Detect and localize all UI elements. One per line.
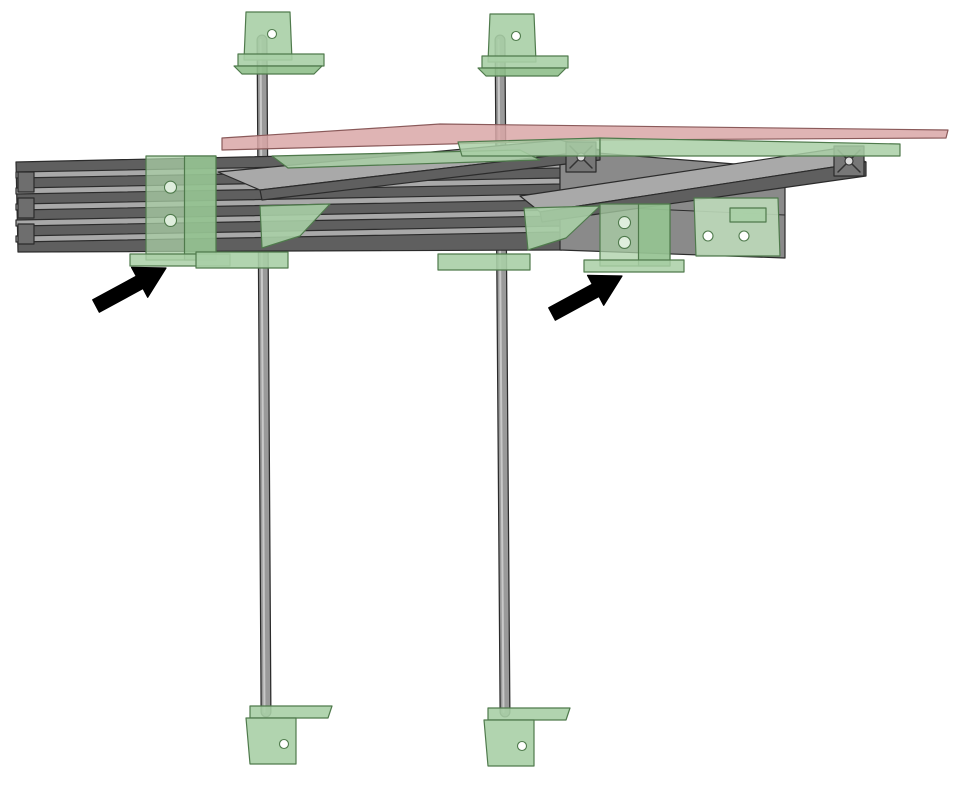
left-top-rod-mount (233, 11, 325, 75)
extrusion-end-profile (17, 197, 35, 219)
mount-upright (483, 719, 535, 767)
mount-base (237, 53, 325, 67)
endstop-body (693, 197, 781, 257)
left-bearing-arrow (92, 266, 167, 313)
block-bolt (617, 216, 632, 230)
block-bolt (163, 180, 178, 194)
mount-base (249, 705, 333, 719)
endstop-switch (729, 207, 767, 223)
rod-clamp (195, 251, 289, 269)
arrow-icon (548, 274, 623, 321)
mount-base (481, 55, 569, 69)
left-bottom-rod-mount (245, 705, 333, 765)
bed-plate (221, 123, 949, 151)
annotation-arrows (92, 266, 623, 321)
left-corner-bracket (259, 203, 331, 249)
frame-top-plate (599, 137, 901, 157)
mount-upright (245, 717, 297, 765)
bracket-body (259, 203, 331, 249)
rod-body (257, 35, 271, 717)
mount-base-edge (233, 65, 323, 75)
left-bearing-block (129, 155, 231, 267)
left-smooth-rod (256, 34, 272, 718)
endstop-bracket (693, 197, 781, 257)
block-side (183, 155, 217, 261)
block-side (637, 203, 671, 267)
extrusion-end-profile (17, 171, 35, 193)
right-corner-bracket (523, 205, 601, 251)
extrusion-end-profile (17, 223, 35, 245)
block-bolt (617, 235, 632, 249)
endstop-hole (738, 230, 750, 242)
right-bearing-block (583, 203, 685, 273)
mount-base (487, 707, 571, 721)
cap-core (844, 156, 854, 166)
mount-hole (510, 30, 522, 42)
endstop-hole (702, 230, 714, 242)
block-bolt (163, 213, 178, 228)
mount-hole (278, 738, 290, 750)
right-bottom-rod-mount (483, 707, 571, 767)
mount-hole (266, 28, 278, 40)
rod-clamp (437, 253, 531, 271)
right-bearing-arrow (548, 274, 623, 321)
right-top-rod-mount (477, 13, 569, 77)
rod-highlight (259, 39, 266, 713)
arrow-icon (92, 266, 167, 313)
mount-base-edge (477, 67, 567, 77)
block-foot (583, 259, 685, 273)
bracket-body (523, 205, 601, 251)
diagonal-extrusion-a-side (259, 149, 601, 201)
mount-hole (516, 740, 528, 752)
